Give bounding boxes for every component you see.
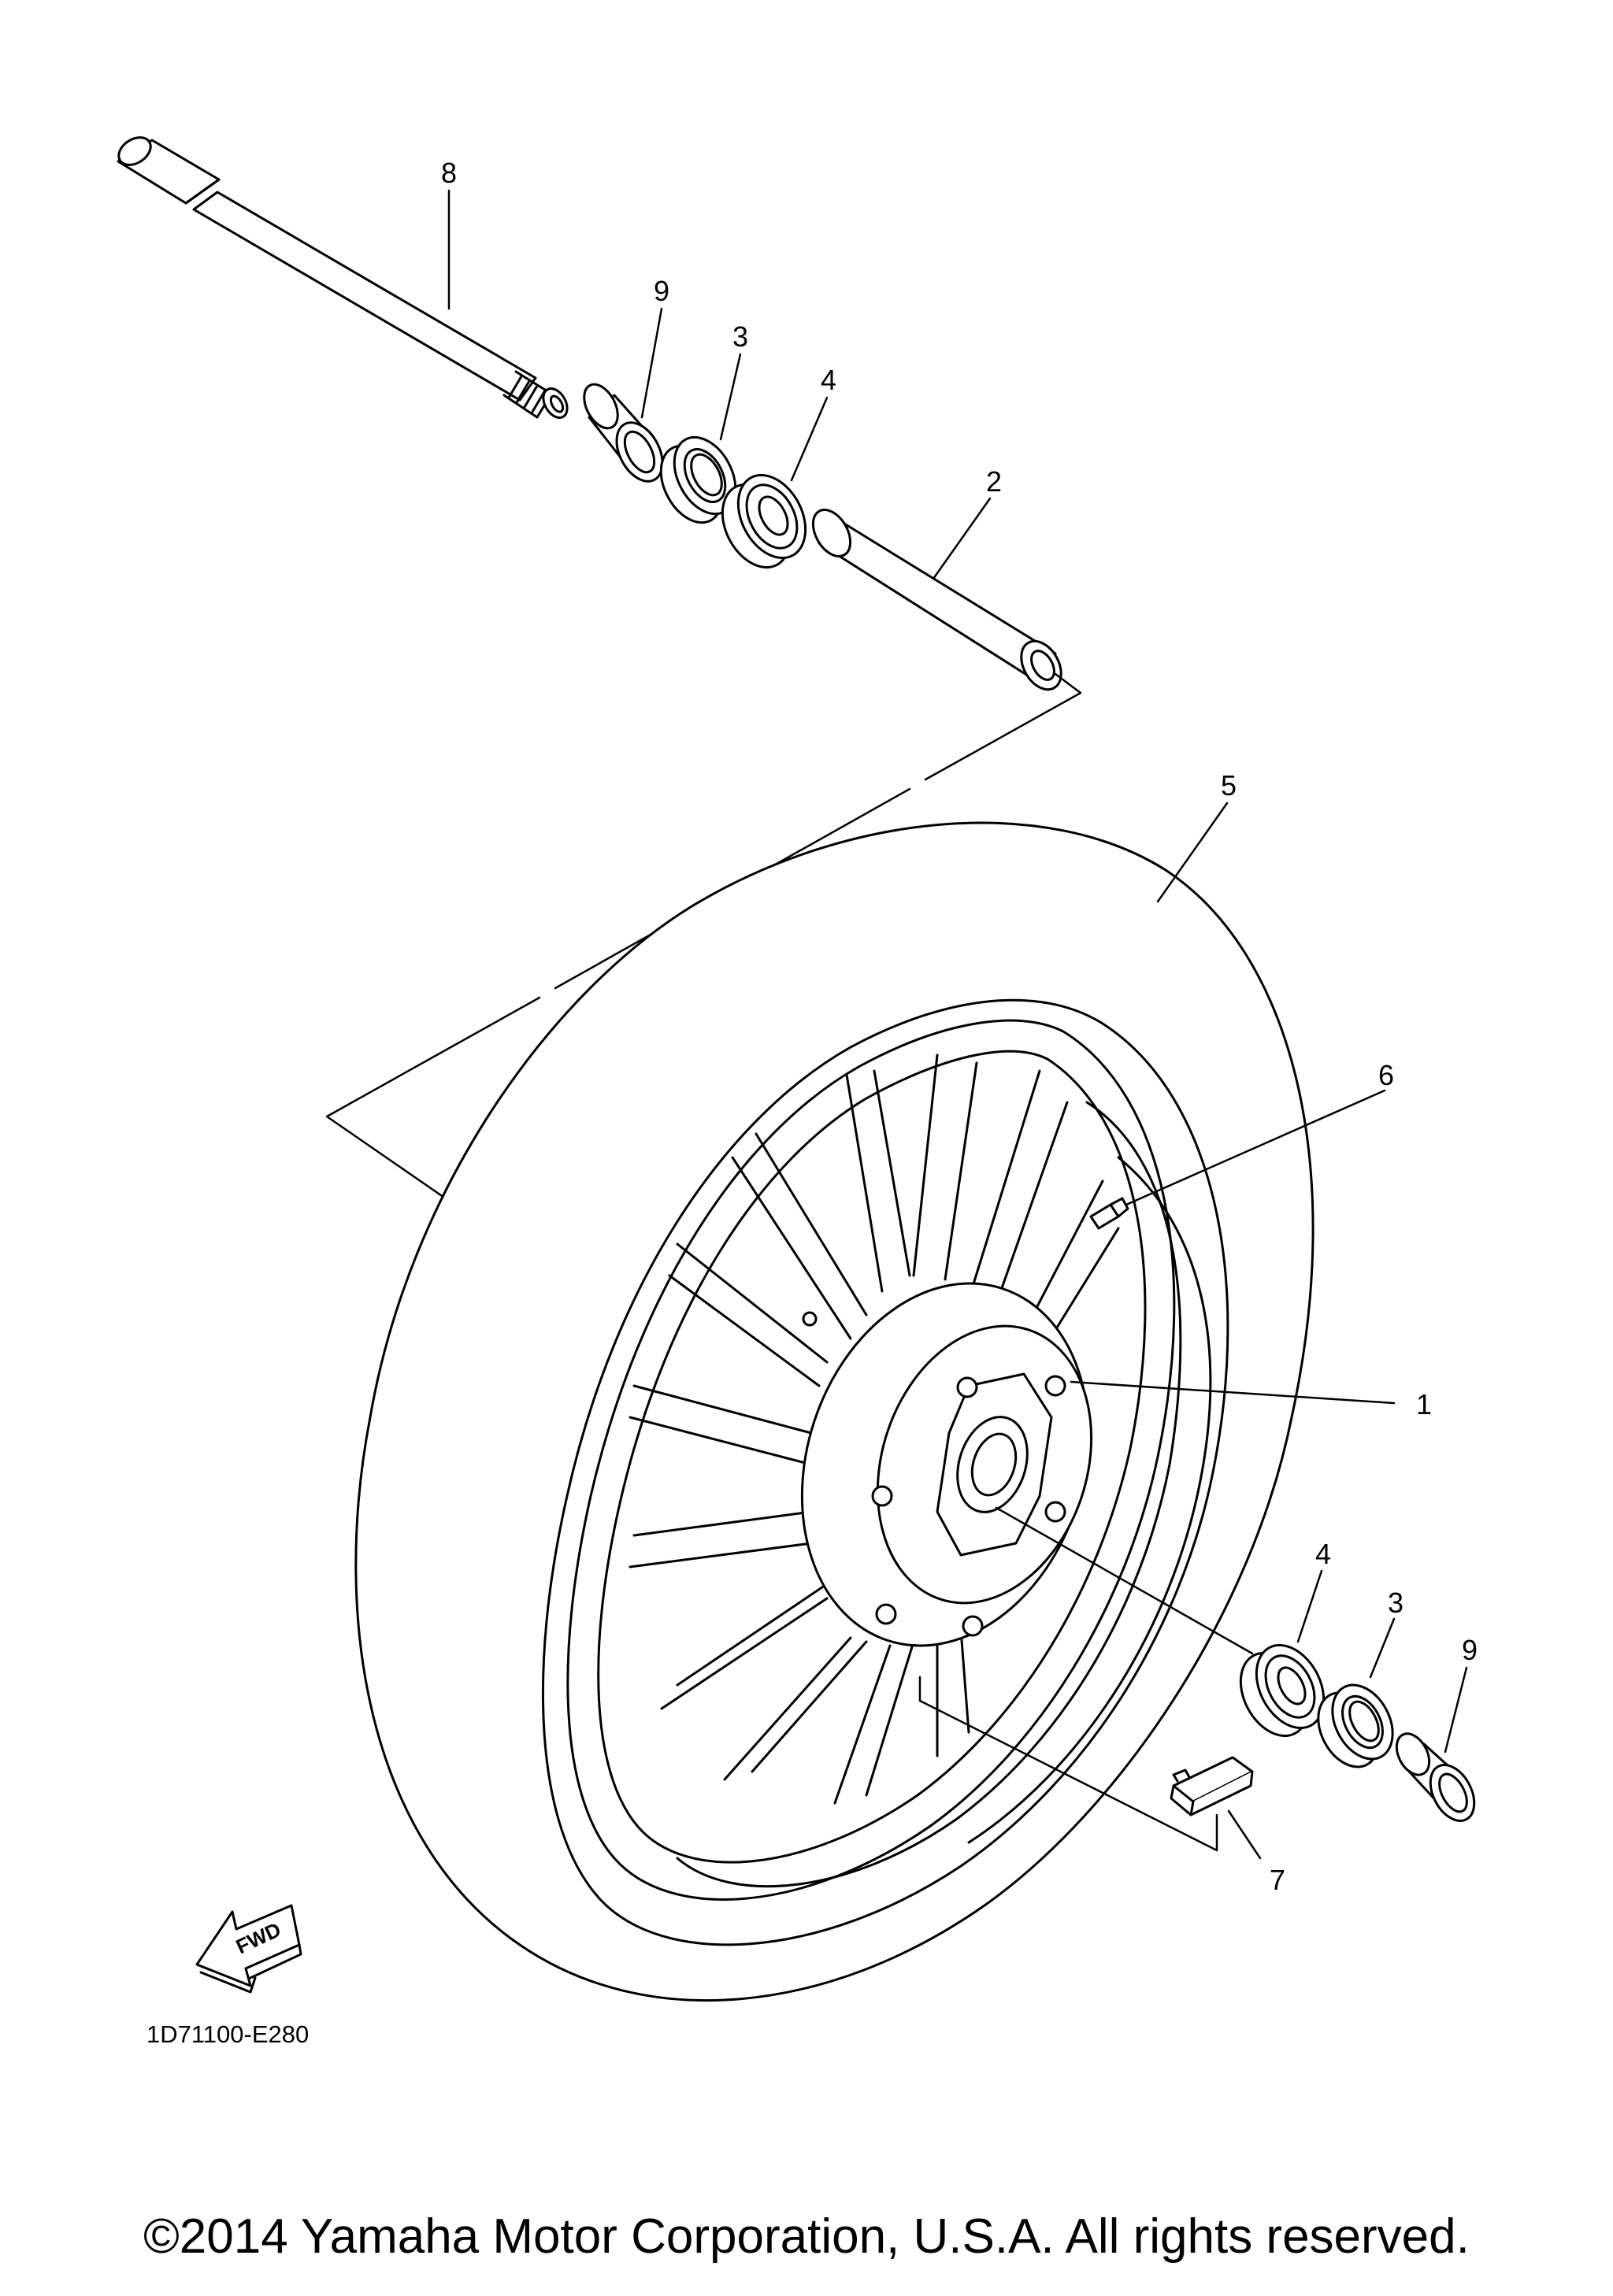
front-axle	[117, 136, 569, 419]
callout-2-spacer: 2	[986, 465, 1002, 498]
oil-seal-top	[659, 435, 737, 524]
callout-3-oil-seal-bottom: 3	[1388, 1587, 1403, 1619]
leader-lines	[447, 189, 1468, 1860]
diagram-code: 1D71100-E280	[146, 2020, 309, 2048]
bearing-top	[721, 473, 807, 569]
bearing-bottom	[1239, 1643, 1326, 1738]
callout-3-oil-seal-top: 3	[732, 320, 748, 353]
callout-5-tire: 5	[1221, 769, 1237, 802]
oil-seal-bottom	[1317, 1683, 1394, 1768]
collar-top	[583, 383, 664, 483]
fwd-arrow-icon: FWD	[195, 1904, 302, 1994]
copyright-notice: ©2014 Yamaha Motor Corporation, U.S.A. A…	[143, 2209, 1470, 2264]
cast-wheel	[566, 1019, 1212, 1901]
callout-7-balance-weight: 7	[1270, 1864, 1285, 1896]
balance-weight	[1170, 1756, 1254, 1816]
callout-1-wheel: 1	[1416, 1388, 1432, 1420]
callout-9-collar-top: 9	[654, 275, 669, 307]
callout-8-axle: 8	[441, 157, 457, 189]
callout-6-valve: 6	[1378, 1059, 1394, 1091]
collar-bottom	[1395, 1732, 1476, 1822]
callout-9-collar-bottom: 9	[1462, 1634, 1478, 1666]
callout-4-bearing-bottom: 4	[1315, 1538, 1331, 1570]
callout-4-bearing-top: 4	[821, 364, 836, 396]
collar-spacer	[811, 509, 1062, 691]
